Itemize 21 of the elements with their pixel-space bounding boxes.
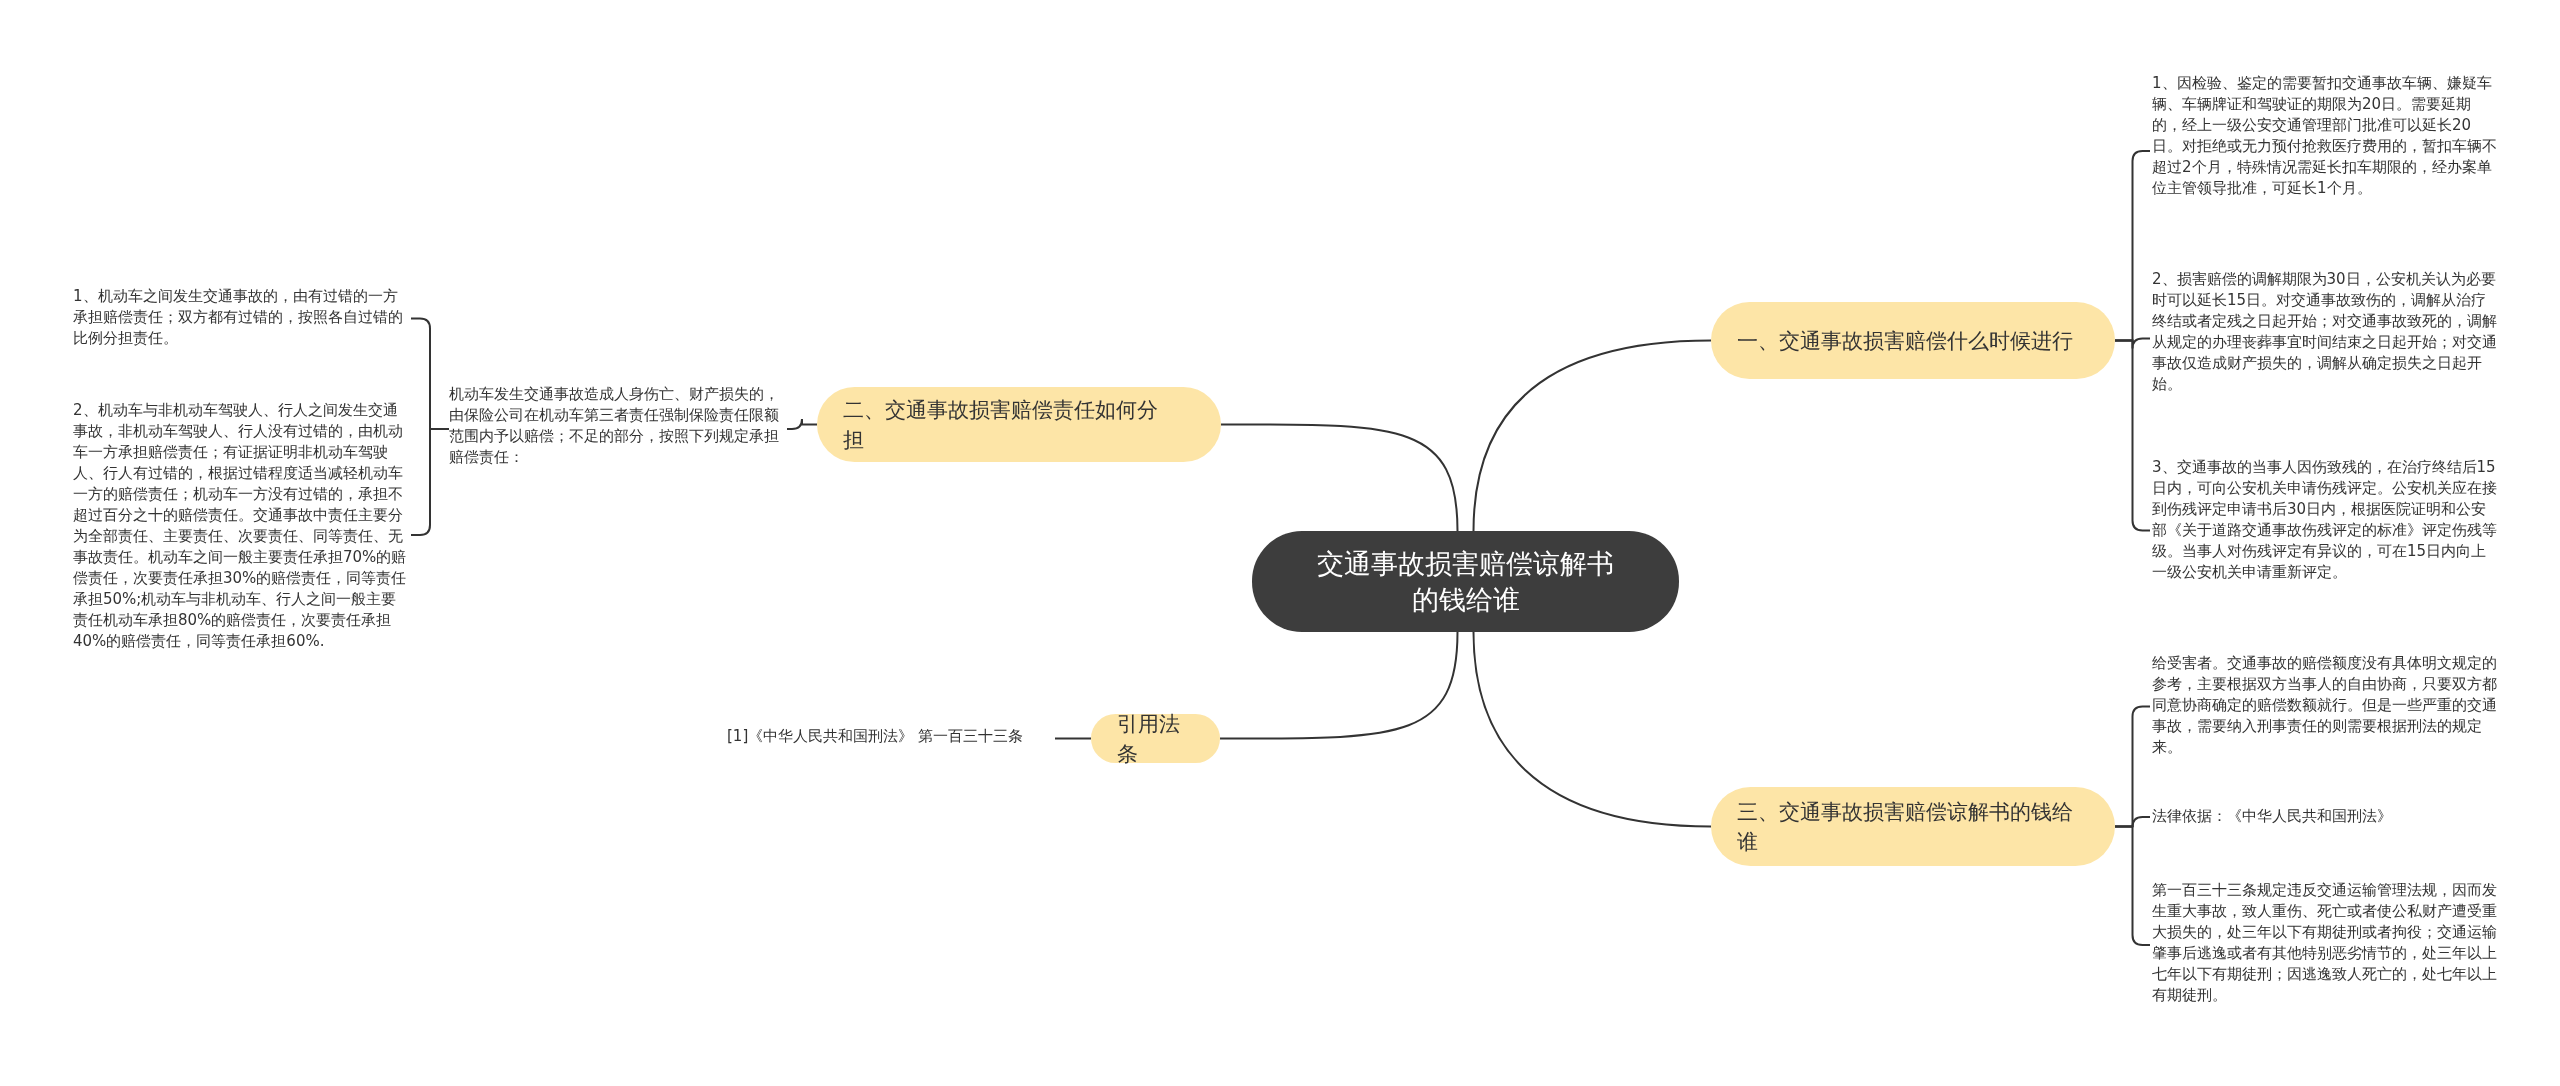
note-text: 机动车发生交通事故造成人身伤亡、财产损失的，由保险公司在机动车第三者责任强制保险责任限额范围内予以赔偿；不足的部分，按照下列规定承担赔偿责任： (449, 384, 785, 474)
central-topic: 交通事故损害赔偿谅解书的钱给谁 (1252, 531, 1679, 632)
connector-line (1054, 737, 1092, 740)
note-text: 1、因检验、鉴定的需要暂扣交通事故车辆、嫌疑车辆、车辆牌证和驾驶证的期限为20日。需要延期的，经上一级公安交通管理部门批准可以延长20日。对拒绝或无力预付抢救医疗费用的，暂扣车辆不超过2个月，特殊情况需延长扣车期限的，经办案单位主管领导批准，可延长1个月。 (2152, 73, 2497, 229)
topic-pill: 一、交通事故损害赔偿什么时候进行 (1711, 302, 2115, 379)
note-text: 3、交通事故的当事人因伤致残的，在治疗终结后15日内，可向公安机关申请伤残评定。公安机关应在接到伤残评定申请书后30日内，根据医院证明和公安部《关于道路交通事故伤残评定的标准》评定伤残等级。当事人对伤残评定有异议的，可在15日内向上一级公安机关申请重新评定。 (2152, 457, 2497, 604)
note-text: [1]《中华人民共和国刑法》 第一百三十三条 (727, 726, 1053, 748)
connector-line (1219, 631, 1459, 740)
note-text: 第一百三十三条规定违反交通运输管理法规，因而发生重大事故，致人重伤、死亡或者使公私财产遭受重大损失的，处三年以下有期徒刑或者拘役；交通运输肇事后逃逸或者有其他特别恶劣情节的，处三年以上七年以下有期徒刑；因逃逸致人死亡的，处七年以上有期徒刑。 (2152, 880, 2497, 1010)
note-text: 1、机动车之间发生交通事故的，由有过错的一方承担赔偿责任；双方都有过错的，按照各自过错的比例分担责任。 (73, 286, 409, 351)
connector-line (786, 418, 818, 430)
connector-line (1220, 423, 1459, 532)
topic-pill: 三、交通事故损害赔偿谅解书的钱给谁 (1711, 787, 2115, 866)
note-text: 法律依据：《中华人民共和国刑法》 (2152, 806, 2497, 828)
note-text: 给受害者。交通事故的赔偿额度没有具体明文规定的参考，主要根据双方当事人的自由协商，只要双方都同意协商确定的赔偿数额就行。但是一些严重的交通事故，需要纳入刑事责任的则需要根据刑法的规定来。 (2152, 653, 2497, 760)
note-text: 2、损害赔偿的调解期限为30日，公安机关认为必要时可以延长15日。对交通事故致伤的，调解从治疗终结或者定残之日起开始；对交通事故致死的，调解从规定的办理丧葬事宜时间结束之日起开始；对交通事故仅造成财产损失的，调解从确定损失之日起开始。 (2152, 269, 2497, 408)
note-text: 2、机动车与非机动车驾驶人、行人之间发生交通事故，非机动车驾驶人、行人没有过错的，由机动车一方承担赔偿责任；有证据证明非机动车驾驶人、行人有过错的，根据过错程度适当减轻机动车一方的赔偿责任；机动车一方没有过错的，承担不超过百分之十的赔偿责任。交通事故中责任主要分为全部责任、主要责任、次要责任、同等责任、无事故责任。机动车之间一般主要责任承担70%的赔偿责任，次要责任承担30%的赔偿责任，同等责任承担50%;机动车与非机动车、行人之间一般主要责任机动车承担80%的赔偿责任，次要责任承担40%的赔偿责任，同等责任承担60%. (73, 400, 409, 670)
topic-pill: 引用法条 (1091, 714, 1220, 763)
connector-line (1472, 339, 1712, 532)
topic-pill: 二、交通事故损害赔偿责任如何分担 (817, 387, 1221, 462)
connector-line (1472, 631, 1712, 828)
